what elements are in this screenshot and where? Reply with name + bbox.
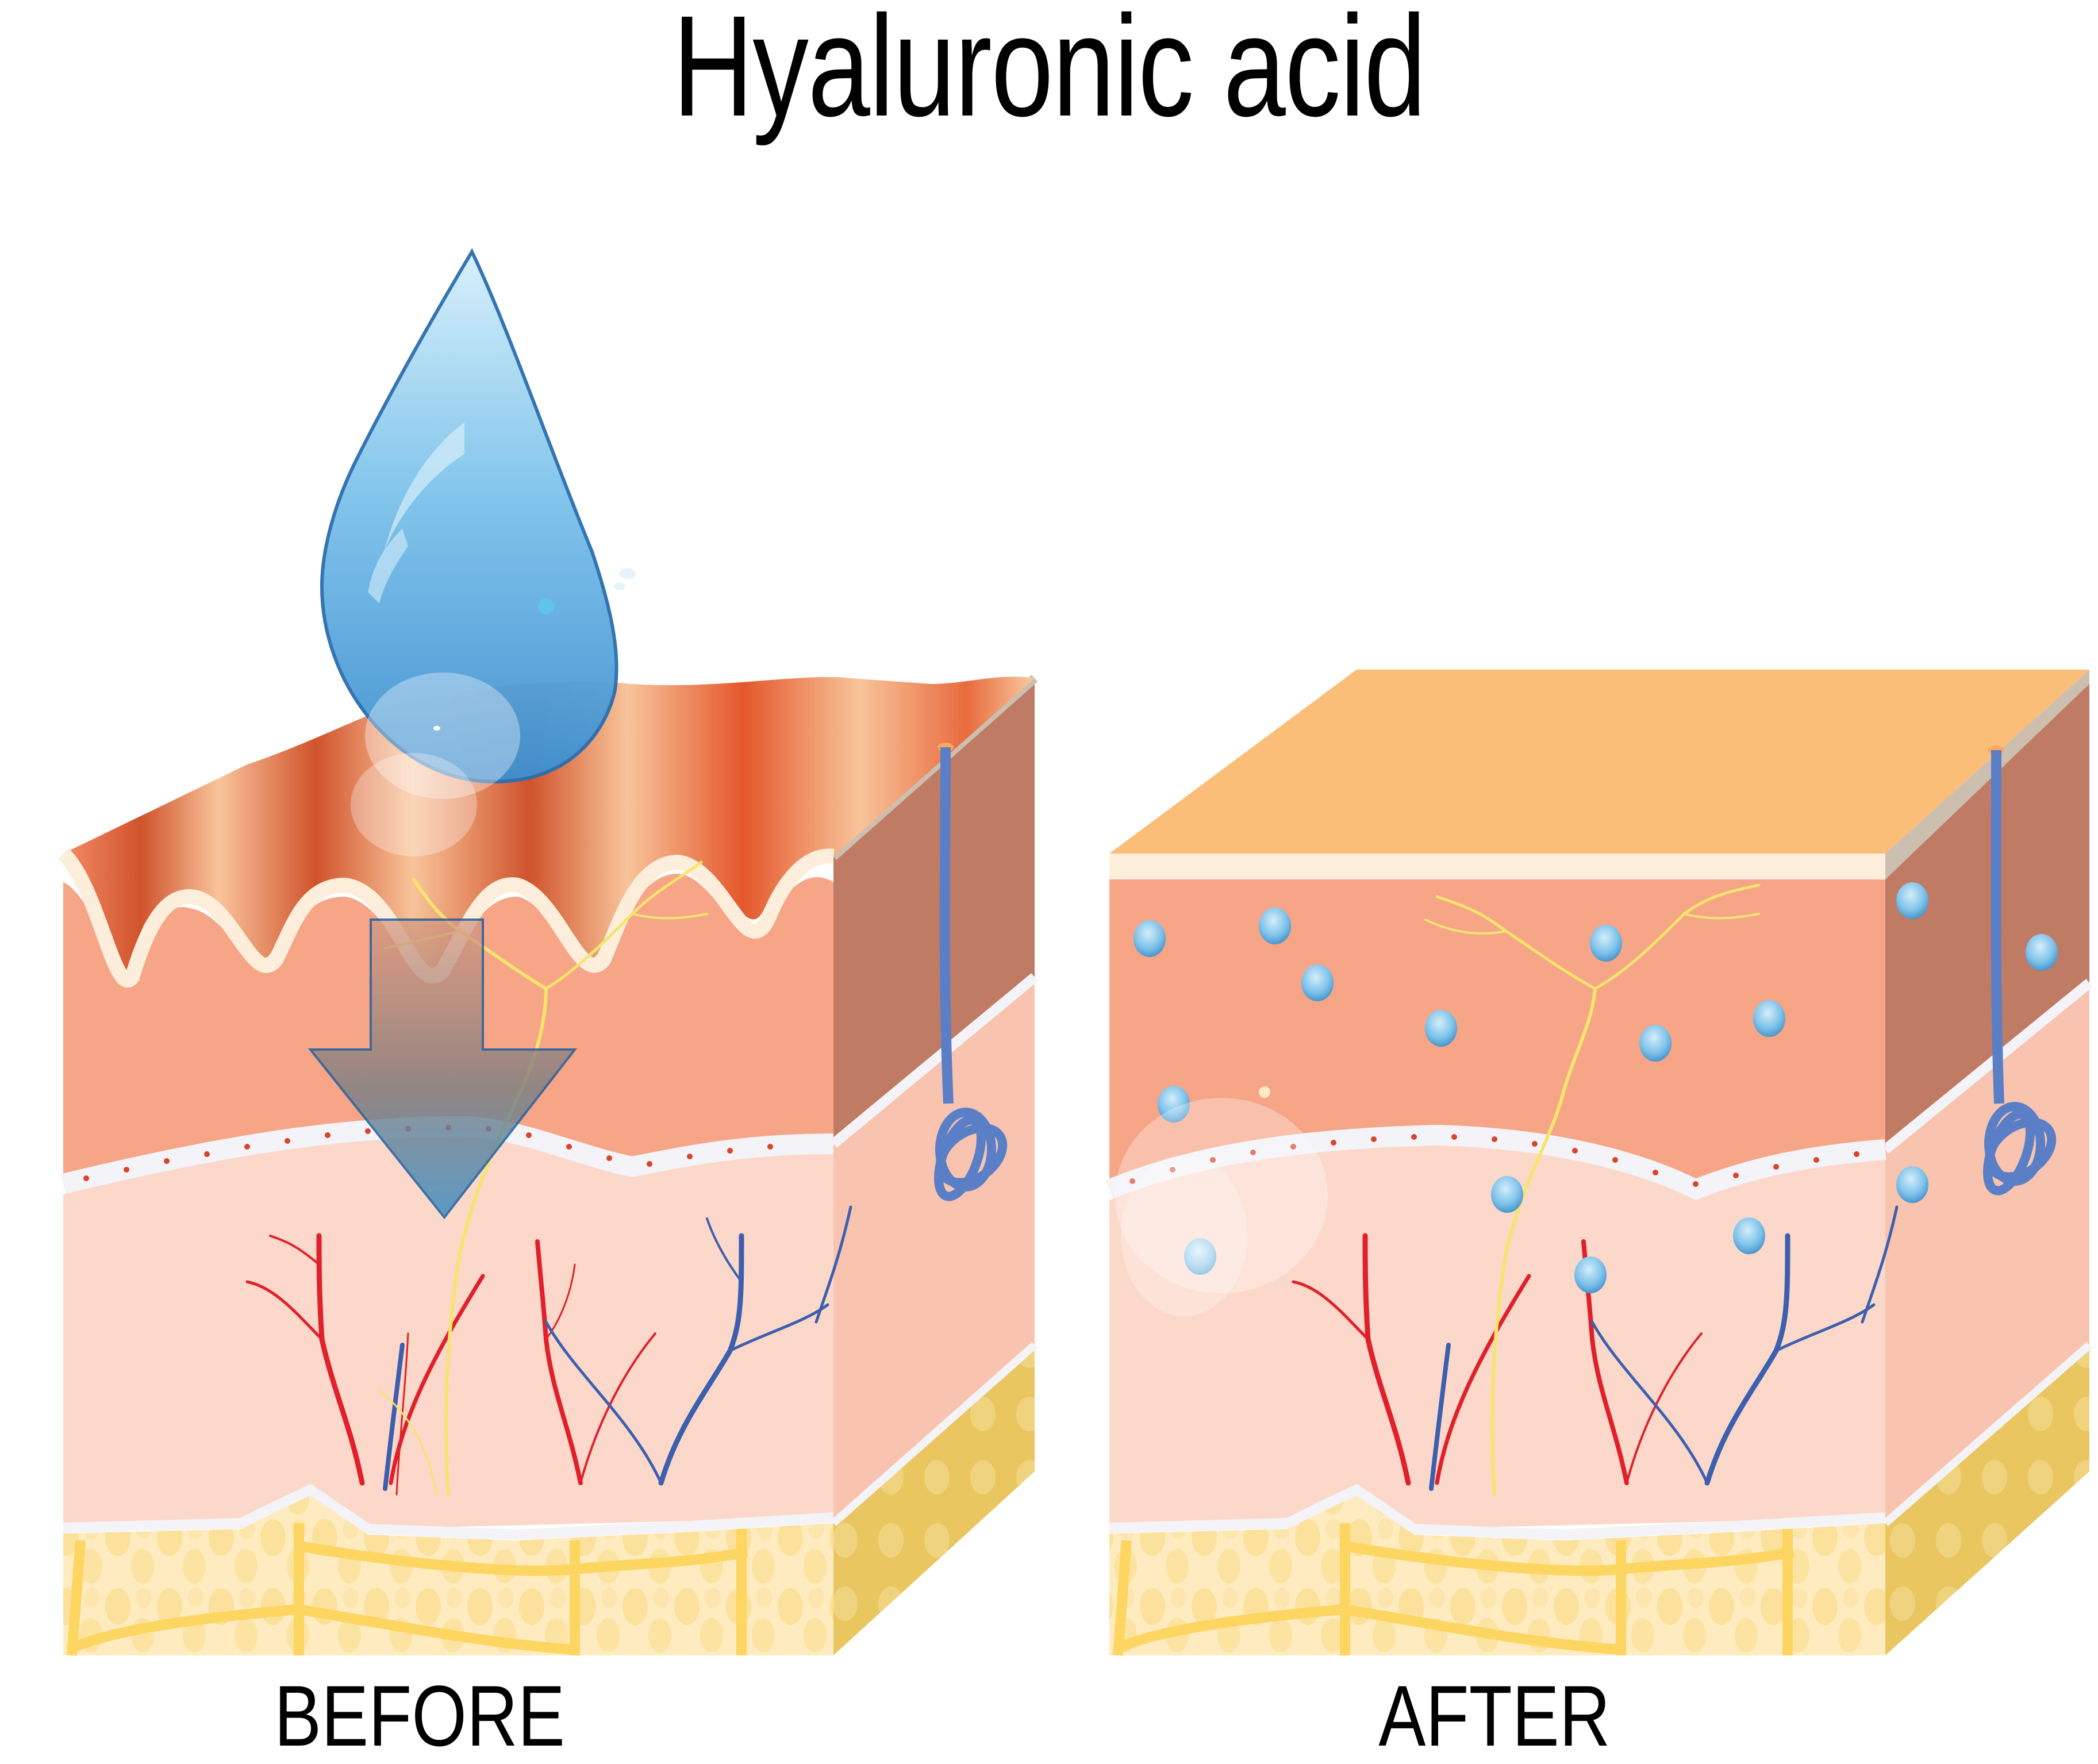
after-dermis-basal bbox=[1109, 1484, 1886, 1540]
after-fat-septa bbox=[1112, 1523, 1795, 1656]
ha-droplet bbox=[1259, 908, 1291, 944]
after-nerves bbox=[1424, 883, 1761, 1496]
downward-arrow-icon bbox=[308, 918, 578, 1220]
after-side-epidermis bbox=[1885, 681, 2089, 1150]
after-epidermis-front bbox=[1109, 879, 1885, 1190]
before-sweat-gland bbox=[934, 743, 1008, 1201]
ha-droplet bbox=[1733, 1217, 1765, 1254]
ha-droplet bbox=[1158, 1086, 1190, 1123]
water-droplet-icon bbox=[320, 248, 636, 856]
ha-droplet bbox=[1491, 1176, 1523, 1213]
before-dermis-basal bbox=[63, 1484, 834, 1540]
after-cell-nuclei bbox=[1129, 1134, 1859, 1187]
ha-droplet bbox=[1896, 882, 1928, 919]
ha-droplet bbox=[1896, 1166, 1928, 1203]
after-label: AFTER bbox=[1378, 1667, 1611, 1764]
after-sweat-gland bbox=[1983, 745, 2057, 1196]
ha-droplet bbox=[1301, 964, 1334, 1001]
ha-droplet bbox=[1753, 1000, 1785, 1037]
ha-droplet bbox=[2026, 934, 2058, 971]
hyaluronic-acid-droplets bbox=[1133, 882, 2058, 1293]
before-fat-septa bbox=[66, 1523, 748, 1656]
light-flare bbox=[1115, 1098, 1328, 1293]
before-veins bbox=[383, 1205, 852, 1491]
ha-droplet bbox=[1639, 1025, 1672, 1062]
after-basal-layer bbox=[1105, 1124, 1886, 1201]
ha-droplet bbox=[1425, 1010, 1457, 1047]
after-veins bbox=[1429, 1205, 1899, 1491]
after-skin-cube bbox=[1105, 670, 2093, 1656]
after-side-fat bbox=[1885, 1345, 2089, 1655]
before-side-fat bbox=[833, 1345, 1035, 1655]
after-stratum-band bbox=[1109, 854, 1885, 879]
before-arteries bbox=[245, 1233, 656, 1496]
before-label: BEFORE bbox=[274, 1667, 565, 1764]
ha-droplet bbox=[1133, 920, 1166, 957]
diagram-title: Hyaluronic acid bbox=[673, 0, 1426, 146]
before-side-epidermis bbox=[833, 678, 1035, 1144]
ha-droplet bbox=[1574, 1256, 1607, 1293]
ha-droplet bbox=[1184, 1238, 1216, 1275]
before-wrinkled-surface bbox=[63, 677, 1035, 973]
before-skin-cube bbox=[57, 248, 1038, 1656]
after-smooth-surface bbox=[1109, 670, 2089, 854]
ha-droplet bbox=[1590, 925, 1622, 962]
